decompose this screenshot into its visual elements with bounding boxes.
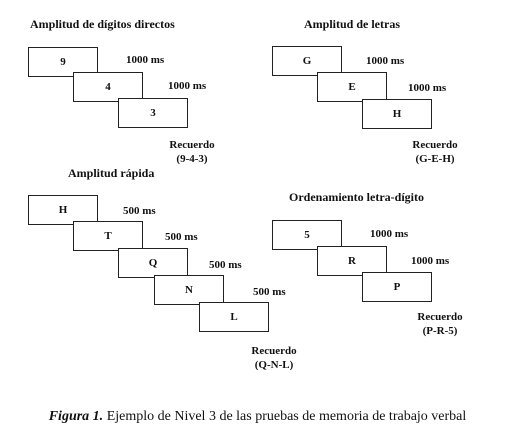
interval-label-letters-2: 1000 ms — [408, 82, 447, 94]
stimulus-box-digit-3: 3 — [118, 98, 188, 128]
stimulus-box-letter-3: H — [362, 99, 432, 129]
recall-label: Recuerdo — [251, 345, 297, 357]
interval-label-rapid-3: 500 ms — [209, 259, 242, 271]
panel-title-digits: Amplitud de dígitos directos — [30, 17, 175, 31]
recall-sequence: (9-4-3) — [176, 153, 208, 165]
stimulus-box-letter-1: G — [272, 46, 342, 76]
interval-label-digits-1: 1000 ms — [126, 54, 165, 66]
recall-label: Recuerdo — [169, 139, 215, 151]
panel-title-ordering: Ordenamiento letra-dígito — [289, 190, 424, 204]
panel-title-letters: Amplitud de letras — [304, 17, 400, 31]
figure-caption-text: Ejemplo de Nivel 3 de las pruebas de mem… — [103, 409, 467, 424]
stimulus-box-ordering-3: P — [362, 272, 432, 302]
interval-label-letters-1: 1000 ms — [366, 55, 405, 67]
stimulus-box-digit-1: 9 — [28, 47, 98, 77]
recall-label: Recuerdo — [412, 139, 458, 151]
recall-sequence: (P-R-5) — [422, 325, 458, 337]
stimulus-box-ordering-2: R — [317, 246, 387, 276]
recall-block-letters: Recuerdo (G-E-H) — [403, 138, 467, 166]
interval-label-digits-2: 1000 ms — [168, 80, 207, 92]
stimulus-box-ordering-1: 5 — [272, 220, 342, 250]
figure-caption-label: Figura 1. — [48, 409, 104, 424]
stimulus-box-rapid-5: L — [199, 302, 269, 332]
recall-sequence: (G-E-H) — [415, 153, 455, 165]
interval-label-rapid-4: 500 ms — [253, 286, 286, 298]
figure-caption: Figura 1. Ejemplo de Nivel 3 de las prue… — [0, 409, 515, 425]
interval-label-ordering-1: 1000 ms — [370, 228, 409, 240]
interval-label-rapid-2: 500 ms — [165, 231, 198, 243]
panel-title-rapid: Amplitud rápida — [68, 166, 155, 180]
stimulus-box-rapid-4: N — [154, 275, 224, 305]
interval-label-ordering-2: 1000 ms — [411, 255, 450, 267]
stimulus-box-digit-2: 4 — [73, 72, 143, 102]
stimulus-box-letter-2: E — [317, 72, 387, 102]
recall-block-rapid: Recuerdo (Q-N-L) — [242, 344, 306, 372]
interval-label-rapid-1: 500 ms — [123, 205, 156, 217]
stimulus-box-rapid-2: T — [73, 221, 143, 251]
stimulus-box-rapid-1: H — [28, 195, 98, 225]
recall-sequence: (Q-N-L) — [254, 359, 294, 371]
stimulus-box-rapid-3: Q — [118, 248, 188, 278]
recall-block-ordering: Recuerdo (P-R-5) — [408, 310, 472, 338]
recall-label: Recuerdo — [417, 311, 463, 323]
recall-block-digits: Recuerdo (9-4-3) — [160, 138, 224, 166]
